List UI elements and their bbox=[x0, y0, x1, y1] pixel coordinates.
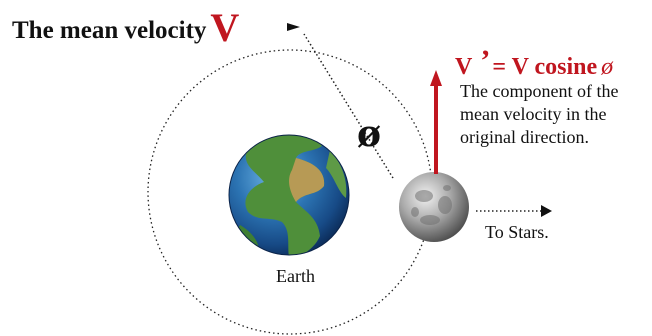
description-line: original direction. bbox=[460, 127, 589, 147]
moon-sphere bbox=[399, 172, 469, 242]
formula-left: V bbox=[455, 54, 473, 80]
velocity-direction-line bbox=[303, 33, 394, 179]
earth-label: Earth bbox=[276, 266, 315, 286]
formula-prime: ’ bbox=[480, 44, 491, 77]
description-line: mean velocity in the bbox=[460, 104, 607, 124]
velocity-arrowhead bbox=[287, 23, 300, 31]
title-text: The mean velocity bbox=[12, 17, 207, 44]
to-stars-label: To Stars. bbox=[485, 222, 549, 242]
to-stars-arrowhead bbox=[541, 205, 552, 217]
component-arrowhead bbox=[430, 70, 442, 86]
component-description: The component of the mean velocity in th… bbox=[460, 80, 650, 149]
title-velocity-symbol: V bbox=[210, 5, 240, 50]
earth-globe bbox=[228, 134, 350, 256]
formula-angle-symbol: ø bbox=[601, 54, 614, 80]
formula-rest: = V cosine bbox=[492, 54, 598, 80]
description-line: The component of the bbox=[460, 81, 619, 101]
angle-label: ø bbox=[357, 113, 382, 155]
